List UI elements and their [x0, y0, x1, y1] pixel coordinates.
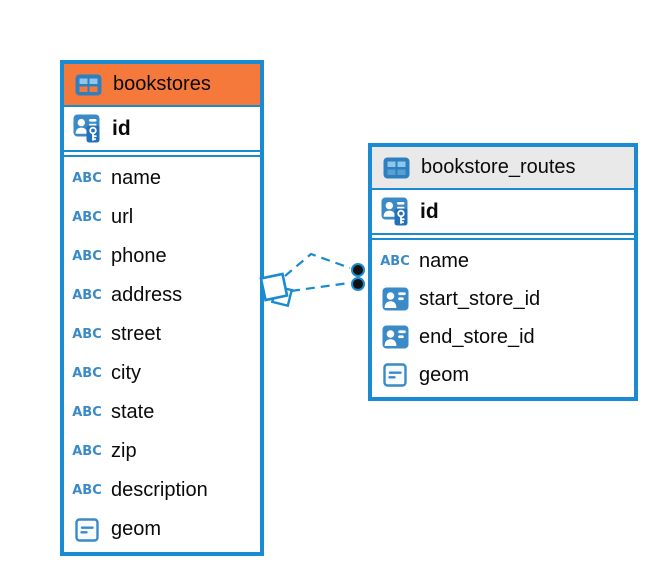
- column-name: phone: [111, 245, 167, 267]
- text-type-icon: ABC: [72, 249, 102, 264]
- column-name: end_store_id: [419, 325, 535, 348]
- column-name: geom: [419, 363, 470, 386]
- table-bookstores[interactable]: bookstores id ABC name: [60, 60, 264, 556]
- column-name: zip: [111, 440, 137, 462]
- column-name: name: [111, 167, 162, 189]
- geometry-type-icon: [379, 363, 411, 387]
- table-icon: [72, 74, 104, 96]
- column-name: url: [111, 206, 134, 228]
- column-name: start_store_id: [419, 287, 541, 310]
- text-type-icon: ABC: [72, 288, 102, 303]
- columns-list: ABC name ABC url ABC phone ABC address A…: [64, 155, 260, 552]
- column-row[interactable]: ABC name: [372, 242, 634, 280]
- column-row[interactable]: ABC city: [64, 354, 260, 393]
- column-name: geom: [111, 518, 162, 540]
- table-title: bookstores: [113, 73, 211, 95]
- column-row[interactable]: ABC state: [64, 393, 260, 432]
- table-icon: [380, 157, 412, 179]
- column-row[interactable]: geom: [64, 510, 260, 549]
- column-name: address: [111, 284, 183, 306]
- many-end-marker: [259, 272, 294, 308]
- column-row-id[interactable]: id: [372, 190, 634, 235]
- column-row[interactable]: ABC zip: [64, 432, 260, 471]
- reference-type-icon: [379, 325, 411, 349]
- table-bookstore-routes[interactable]: bookstore_routes id ABC name: [368, 143, 638, 401]
- column-row[interactable]: ABC url: [64, 198, 260, 237]
- column-row[interactable]: end_store_id: [372, 318, 634, 356]
- column-row[interactable]: ABC description: [64, 471, 260, 510]
- column-name: street: [111, 323, 162, 345]
- text-type-icon: ABC: [72, 210, 102, 225]
- column-row[interactable]: geom: [372, 356, 634, 394]
- primary-key-label: id: [112, 116, 131, 140]
- one-end-marker: [351, 263, 365, 291]
- text-type-icon: ABC: [380, 253, 410, 269]
- column-row-id[interactable]: id: [64, 107, 260, 152]
- column-row[interactable]: ABC address: [64, 276, 260, 315]
- text-type-icon: ABC: [72, 483, 102, 498]
- table-header-bookstore-routes[interactable]: bookstore_routes: [372, 147, 634, 190]
- primary-key-icon: [71, 114, 103, 144]
- column-name: city: [111, 362, 141, 384]
- column-row[interactable]: start_store_id: [372, 280, 634, 318]
- text-type-icon: ABC: [72, 444, 102, 459]
- geometry-type-icon: [71, 517, 103, 542]
- column-row[interactable]: ABC street: [64, 315, 260, 354]
- column-row[interactable]: ABC phone: [64, 237, 260, 276]
- reference-type-icon: [379, 287, 411, 311]
- relationship-line-lower: [290, 281, 350, 293]
- relationship-line-upper: [284, 252, 351, 277]
- columns-list: ABC name start_store_id: [372, 238, 634, 397]
- primary-key-label: id: [420, 199, 439, 223]
- text-type-icon: ABC: [72, 171, 102, 186]
- column-name: description: [111, 479, 208, 501]
- table-title: bookstore_routes: [421, 156, 576, 178]
- column-row[interactable]: ABC name: [64, 159, 260, 198]
- text-type-icon: ABC: [72, 327, 102, 342]
- column-name: state: [111, 401, 155, 423]
- column-name: name: [419, 249, 470, 272]
- table-header-bookstores[interactable]: bookstores: [64, 64, 260, 107]
- text-type-icon: ABC: [72, 366, 102, 381]
- primary-key-icon: [379, 197, 411, 227]
- text-type-icon: ABC: [72, 405, 102, 420]
